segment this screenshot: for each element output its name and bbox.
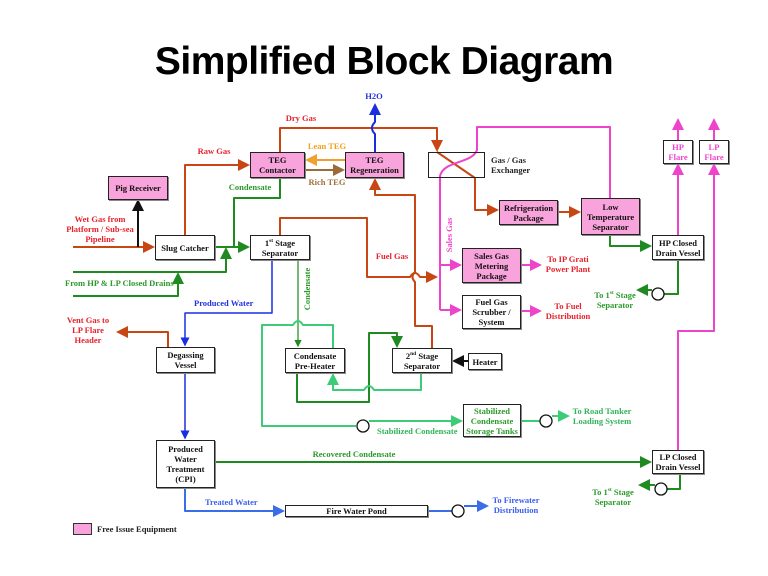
closed-drains-line-lower — [73, 272, 184, 297]
teg-regeneration-box[interactable]: TEG Regeneration — [345, 152, 404, 178]
hp-flare-box[interactable]: HP Flare — [663, 140, 693, 164]
teg-condensate-label: Condensate — [228, 182, 272, 192]
first-stage-separator-box[interactable]: 1st Stage Separator — [250, 235, 310, 260]
label-prefix: To 1 — [592, 487, 608, 497]
lean-teg-label: Lean TEG — [307, 141, 347, 151]
closed-drains-line-upper — [73, 247, 232, 273]
road-tanker-pump-icon — [539, 414, 553, 428]
label-stage: Stage — [611, 487, 634, 497]
gas-gas-exchanger-box[interactable] — [428, 152, 485, 178]
raw-gas-label: Raw Gas — [197, 146, 231, 156]
stabilized-condensate-storage-tanks-box[interactable]: Stabilized Condensate Storage Tanks — [463, 404, 521, 437]
label-ordinal: st — [609, 290, 614, 296]
stabilized-condensate-label: Stabilized Condensate — [377, 426, 458, 436]
teg-condensate-line — [233, 178, 281, 247]
raw-gas-line — [184, 159, 250, 235]
recovered-condensate-label: Recovered Condensate — [312, 449, 396, 459]
second-stage-separator-box[interactable]: 2nd Stage Separator — [392, 348, 452, 373]
sales-gas-label: Sales Gas — [444, 217, 454, 253]
stage-ordinal: st — [269, 237, 274, 244]
hp-closed-drain-vessel-box[interactable]: HP Closed Drain Vessel — [652, 235, 704, 260]
exchanger-gas-path — [436, 151, 499, 216]
wet-gas-label: Wet Gas from Platform / Sub-sea Pipeline — [66, 214, 134, 244]
produced-water-label: Produced Water — [194, 298, 254, 308]
h2o-label: H2O — [365, 91, 383, 101]
sales-gas-main-line — [439, 126, 611, 310]
produced-water-line — [180, 260, 273, 347]
h2o-vent-line — [369, 103, 381, 152]
stage-word: Stage — [416, 350, 439, 361]
preheater-to-second-stage-line — [296, 332, 403, 403]
lp-drain-to-flare-line — [677, 163, 720, 450]
gas-gas-exchanger-label: Gas / Gas Exchanger — [491, 155, 531, 175]
label-ordinal: st — [607, 487, 612, 493]
lp-drain-outlet-line — [667, 474, 681, 490]
lp-closed-drain-vessel-box[interactable]: LP Closed Drain Vessel — [652, 450, 704, 474]
vent-gas-line — [116, 326, 169, 347]
to-firewater-label: To Firewater Distribution — [492, 495, 540, 515]
pig-receiver-box[interactable]: Pig Receiver — [108, 176, 168, 200]
label-prefix: To 1 — [594, 290, 610, 300]
legend-label: Free Issue Equipment — [97, 524, 177, 534]
preheater-condensate-outlet — [261, 320, 356, 427]
stage-ordinal: nd — [410, 350, 417, 357]
treated-water-line — [184, 488, 285, 517]
stage-number: 2 — [405, 350, 411, 361]
teg-contactor-box[interactable]: TEG Contactor — [250, 152, 305, 178]
hp-drain-outlet-line — [664, 260, 679, 295]
second-stage-separator-line2: Separator — [403, 360, 441, 371]
lts-to-hp-drain-line — [609, 235, 652, 252]
second-stage-bottoms-line — [327, 373, 422, 391]
lp-flare-box[interactable]: LP Flare — [699, 140, 729, 164]
produced-water-treatment-box[interactable]: Produced Water Treatment (CPI) — [156, 440, 215, 488]
fire-water-pond-box[interactable]: Fire Water Pond — [285, 505, 428, 517]
dry-gas-line — [279, 127, 443, 152]
low-temperature-separator-box[interactable]: Low Temperature Separator — [581, 198, 640, 235]
to-ip-grati-label: To IP Grati Power Plant — [545, 254, 591, 274]
slug-catcher-box[interactable]: Slug Catcher — [155, 235, 215, 260]
closed-drains-label: From HP & LP Closed Drains — [65, 278, 174, 288]
stabilized-condensate-pump-icon — [356, 419, 370, 433]
sales-gas-metering-package-box[interactable]: Sales Gas Metering Package — [462, 248, 521, 283]
degassing-vessel-box[interactable]: Degassing Vessel — [156, 347, 215, 373]
firewater-pump-icon — [451, 504, 465, 518]
refrigeration-package-box[interactable]: Refrigeration Package — [499, 200, 558, 225]
first-stage-separator-line2: Separator — [261, 247, 299, 258]
label-separator: Separator — [594, 497, 632, 507]
regeneration-return-line — [369, 178, 433, 348]
label-separator: Separator — [596, 300, 634, 310]
separator-condensate-label: Condensate — [302, 267, 312, 311]
stage-number: 1 — [264, 237, 270, 248]
legend-swatch — [73, 523, 92, 535]
heater-box[interactable]: Heater — [468, 353, 502, 370]
vent-gas-label: Vent Gas to LP Flare Header — [66, 315, 110, 345]
fuel-gas-line — [279, 217, 438, 283]
hp-drain-pump-icon — [651, 287, 665, 301]
lp-drain-pump-icon — [654, 482, 668, 496]
fuel-gas-scrubber-box[interactable]: Fuel Gas Scrubber / System — [462, 295, 521, 329]
to-road-tanker-label: To Road Tanker Loading System — [572, 406, 632, 426]
dry-gas-label: Dry Gas — [285, 113, 317, 123]
page-title: Simplified Block Diagram — [154, 40, 614, 83]
stage-word: Stage — [273, 237, 296, 248]
label-stage: Stage — [613, 290, 636, 300]
treated-water-label: Treated Water — [205, 497, 258, 507]
first-stage-separator-line1: 1st Stage — [265, 238, 295, 248]
second-stage-separator-line1: 2nd Stage — [406, 351, 438, 361]
condensate-preheater-box[interactable]: Condensate Pre-Heater — [285, 348, 345, 373]
rich-teg-label: Rich TEG — [308, 177, 346, 187]
fuel-gas-label: Fuel Gas — [375, 251, 409, 261]
to-fuel-distribution-label: To Fuel Distribution — [545, 301, 591, 321]
